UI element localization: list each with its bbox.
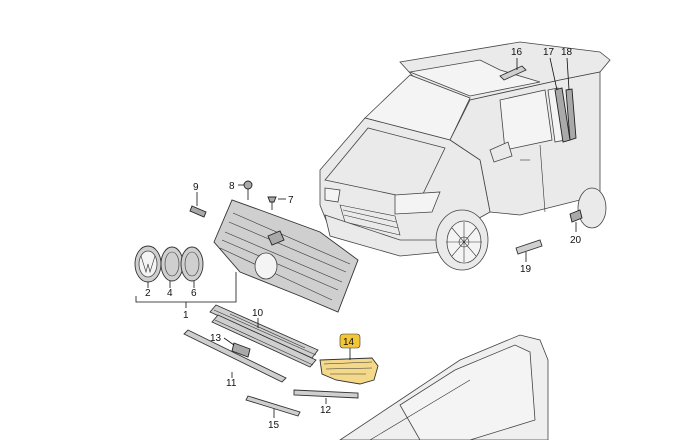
label-4: 4 (167, 288, 173, 299)
label-6: 6 (191, 288, 197, 299)
label-10: 10 (252, 308, 264, 319)
bracket-13 (231, 342, 251, 358)
label-2: 2 (145, 288, 151, 299)
callout-labels: 1 2 4 6 7 8 9 10 11 12 13 14 15 16 17 18… (145, 47, 582, 431)
side-badge-19 (515, 239, 543, 255)
grille-assembly-1 (213, 199, 359, 313)
emblem-4 (160, 246, 184, 282)
emblem-6 (180, 246, 204, 282)
label-15: 15 (268, 420, 280, 431)
label-16: 16 (511, 47, 523, 58)
side-marker-20 (569, 209, 583, 223)
label-8: 8 (229, 181, 235, 192)
lower-trim-12 (293, 389, 359, 399)
label-7: 7 (288, 195, 294, 206)
label-1: 1 (183, 310, 189, 321)
label-20: 20 (570, 235, 582, 246)
screw-8 (243, 180, 253, 200)
van-illustration (319, 41, 611, 271)
pillar-trim-18 (565, 88, 577, 141)
lower-trim-15 (245, 395, 301, 417)
roof-trim-16 (499, 65, 527, 81)
lower-trim-11 (183, 329, 287, 383)
center-emblem-mount (254, 252, 278, 280)
label-12: 12 (320, 405, 332, 416)
label-9: 9 (193, 182, 199, 193)
label-19: 19 (520, 264, 532, 275)
screw-7 (267, 196, 277, 210)
label-13: 13 (210, 333, 222, 344)
label-14: 14 (343, 337, 355, 348)
highlighted-part-14 (319, 357, 379, 385)
label-14-highlight (339, 333, 361, 349)
emblem-2 (134, 245, 162, 283)
label-17: 17 (543, 47, 555, 58)
door-outline (339, 334, 549, 440)
lower-grille-10 (209, 304, 319, 368)
label-18: 18 (561, 47, 573, 58)
clip-9 (189, 205, 207, 218)
leader-lines (135, 57, 577, 418)
label-11: 11 (226, 378, 237, 389)
